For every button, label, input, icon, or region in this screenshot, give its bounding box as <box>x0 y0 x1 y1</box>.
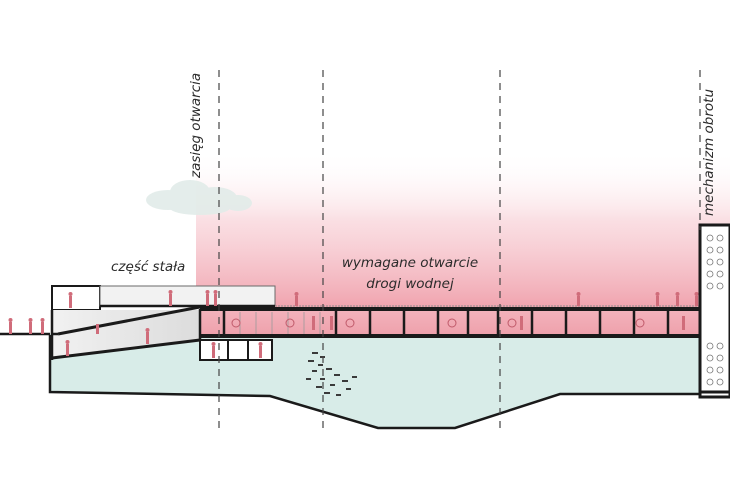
mechanism-tower <box>698 223 730 399</box>
fixed-part-upper-slab <box>99 285 276 307</box>
deck-posts <box>198 309 670 340</box>
label-required-opening-line2: drogi wodnej <box>366 276 454 292</box>
ramp-lower-edge <box>51 338 201 360</box>
label-required-opening: wymagane otwarcie drogi wodnej <box>314 253 506 295</box>
label-required-opening-line1: wymagane otwarcie <box>341 255 479 271</box>
cloud <box>146 180 252 215</box>
movable-deck-fill <box>200 310 704 336</box>
label-opening-range: zasięg otwarcia <box>188 72 204 178</box>
people <box>8 290 699 358</box>
label-fixed-part: część stała <box>111 259 186 275</box>
mechanism-bicycles <box>706 234 724 386</box>
label-rotation-mechanism: mechanizm obrotu <box>701 88 717 216</box>
riverbed <box>48 335 706 430</box>
fixed-part-upper-box <box>51 285 101 311</box>
water <box>50 334 706 428</box>
dashed-lines <box>218 70 701 428</box>
fixed-part-lower-box <box>199 339 273 361</box>
ramp-upper-edge <box>57 305 201 336</box>
ramp <box>52 310 200 358</box>
sky-gradient <box>196 150 730 307</box>
